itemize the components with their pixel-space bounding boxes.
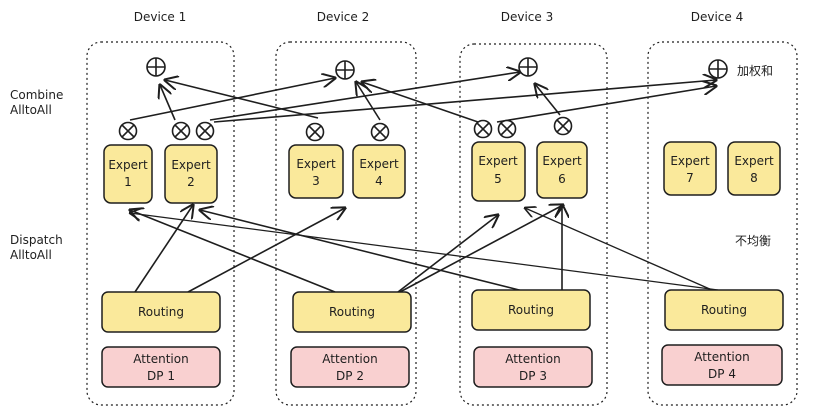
device-2-container — [275, 41, 417, 406]
svg-text:Routing: Routing — [138, 305, 184, 319]
svg-text:Routing: Routing — [508, 303, 554, 317]
combine-arrow-e2-p1 — [160, 85, 176, 121]
expert-4: Expert 4 — [352, 144, 406, 199]
dispatch-arrow-r2-e4 — [399, 205, 563, 293]
device-3-title: Device 3 — [501, 10, 554, 24]
mul-node-e6 — [553, 116, 573, 136]
svg-text:1: 1 — [124, 175, 132, 189]
device-4-container — [647, 41, 798, 406]
combine-arrow-e5-p4 — [496, 86, 716, 123]
svg-text:Attention: Attention — [505, 352, 560, 366]
combine-arrow-e1-p2 — [129, 78, 335, 121]
svg-text:3: 3 — [312, 174, 320, 188]
svg-text:Routing: Routing — [701, 303, 747, 317]
svg-text:Expert: Expert — [108, 158, 148, 172]
expert-5: Expert 5 — [471, 141, 526, 202]
sum-node-4 — [708, 59, 728, 79]
device-4-title: Device 4 — [691, 10, 744, 24]
routing-device-2: Routing — [292, 291, 412, 333]
mul-node-e2a — [171, 121, 191, 141]
dispatch-arrows — [130, 205, 719, 293]
attention-device-4: Attention DP 4 — [661, 344, 783, 386]
dispatch-arrow-r3-e2 — [200, 210, 528, 293]
combine-arrow-e6-p3 — [535, 84, 561, 116]
weighted-sum-annotation: 加权和 — [737, 64, 773, 78]
svg-text:2: 2 — [187, 175, 195, 189]
mul-node-e2b — [195, 121, 215, 141]
combine-label-line2: AlltoAll — [10, 103, 52, 117]
mul-node-e5b — [497, 119, 517, 139]
dispatch-arrow-r4-e6 — [525, 208, 713, 291]
svg-text:8: 8 — [750, 171, 758, 185]
combine-arrow-e5-p2 — [362, 82, 479, 123]
svg-text:DP 2: DP 2 — [336, 369, 364, 383]
combine-arrow-e2-p4 — [213, 80, 716, 123]
combine-label-line1: Combine — [10, 88, 63, 102]
expert-3: Expert 3 — [288, 144, 344, 199]
mul-node-e3 — [305, 122, 325, 142]
sum-node-1 — [146, 57, 166, 77]
routing-device-4: Routing — [664, 289, 784, 331]
svg-text:5: 5 — [494, 172, 502, 186]
dispatch-label-line1: Dispatch — [10, 233, 63, 247]
svg-text:4: 4 — [375, 174, 383, 188]
svg-text:Attention: Attention — [694, 350, 749, 364]
svg-text:Expert: Expert — [478, 154, 518, 168]
attention-device-2: Attention DP 2 — [290, 346, 410, 388]
expert-6: Expert 6 — [536, 141, 588, 199]
svg-text:Attention: Attention — [133, 352, 188, 366]
dispatch-arrow-r1-e3 — [187, 208, 345, 293]
routing-device-3: Routing — [471, 289, 591, 331]
svg-text:DP 4: DP 4 — [708, 367, 736, 381]
expert-8: Expert 8 — [727, 141, 781, 196]
svg-text:6: 6 — [558, 172, 566, 186]
sum-node-2 — [335, 60, 355, 80]
routing-device-1: Routing — [101, 291, 221, 333]
mul-node-e5a — [473, 119, 493, 139]
device-3-container — [459, 43, 608, 406]
expert-7: Expert 7 — [663, 141, 717, 196]
svg-text:Expert: Expert — [670, 154, 710, 168]
svg-text:Routing: Routing — [329, 305, 375, 319]
attention-device-1: Attention DP 1 — [101, 346, 221, 388]
svg-text:7: 7 — [686, 171, 694, 185]
mul-node-e4 — [370, 122, 390, 142]
device-2-title: Device 2 — [317, 10, 370, 24]
dispatch-arrow-r3-e5 — [397, 215, 498, 293]
svg-text:Expert: Expert — [542, 154, 582, 168]
device-1-container — [86, 41, 235, 406]
svg-text:DP 3: DP 3 — [519, 369, 547, 383]
dispatch-label-line2: AlltoAll — [10, 248, 52, 262]
expert-2: Expert 2 — [164, 144, 218, 204]
combine-arrow-e3-p1 — [165, 80, 319, 119]
sum-node-3 — [518, 57, 538, 77]
svg-text:Expert: Expert — [734, 154, 774, 168]
dispatch-arrow-r4-e1 — [130, 213, 719, 291]
mul-node-e1 — [118, 121, 138, 141]
svg-text:DP 1: DP 1 — [147, 369, 175, 383]
expert-1: Expert 1 — [103, 144, 153, 204]
combine-arrows — [129, 72, 716, 123]
attention-device-3: Attention DP 3 — [473, 346, 593, 388]
device-1-title: Device 1 — [134, 10, 187, 24]
imbalance-annotation: 不均衡 — [735, 234, 771, 248]
svg-text:Expert: Expert — [359, 157, 399, 171]
dispatch-arrow-r2-e1 — [130, 210, 336, 293]
svg-text:Expert: Expert — [296, 157, 336, 171]
svg-text:Attention: Attention — [322, 352, 377, 366]
svg-text:Expert: Expert — [171, 158, 211, 172]
